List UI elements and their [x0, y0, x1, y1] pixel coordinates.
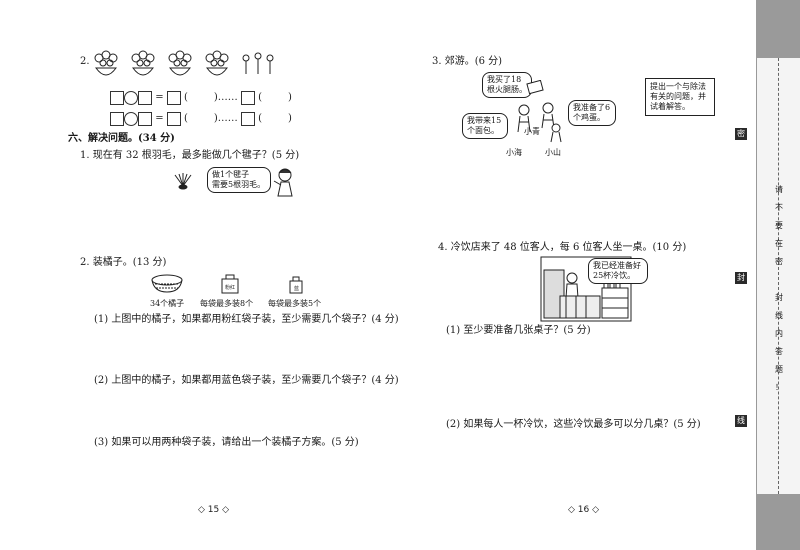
problem-3-text: 3. 郊游。(6 分) [432, 56, 503, 67]
binding-bottom-block [756, 494, 800, 550]
flower-pots-illustration [94, 50, 274, 76]
equation-row-2: = ()…… () [110, 111, 292, 128]
seal-mark-middle: 封 [735, 272, 747, 284]
notice-char: ！ [775, 383, 783, 392]
answer-box[interactable] [166, 91, 181, 105]
answer-box[interactable] [110, 112, 124, 126]
flower-pot-icon [94, 50, 118, 76]
pink-bag-label: 每袋最多装8个 [200, 299, 254, 308]
problem-4-text: 4. 冷饮店来了 48 位客人，每 6 位客人坐一桌。(10 分) [438, 242, 687, 253]
problem-4-sub-2: (2) 如果每人一杯冷饮，这些冷饮最多可以分几桌？(5 分) [446, 419, 701, 430]
seal-mark-top: 密 [735, 128, 747, 140]
problem-2-sub-1: (1) 上图中的橘子，如果都用粉红袋子装，至少需要几个袋子？(4 分) [94, 314, 399, 325]
answer-box[interactable] [138, 91, 152, 105]
shuttlecock-icon [174, 173, 192, 190]
notice-char: 在 [775, 239, 783, 248]
problem-1-speech-bubble: 做1个毽子 需要5根羽毛。 [207, 167, 271, 193]
pink-bag-icon [221, 274, 239, 294]
notice-char: 密 [775, 257, 783, 266]
problem-1-text: 1. 现在有 32 根羽毛，最多能做几个毽子？(5 分) [80, 150, 300, 161]
operator-circle[interactable] [124, 91, 138, 105]
blue-bag-icon [289, 276, 303, 294]
name-xiaoqing: 小青 [524, 127, 540, 136]
blue-bag-tag: 蓝 [294, 286, 300, 292]
answer-box[interactable] [138, 112, 152, 126]
loose-flowers-icon [242, 52, 274, 74]
basket-label: 34个橘子 [150, 299, 185, 308]
notice-char: 请 [775, 185, 783, 194]
question-2-number: 2. [80, 56, 90, 67]
seal-line [778, 58, 779, 494]
notice-char: 要 [775, 221, 783, 230]
problem-2-text: 2. 装橘子。(13 分) [80, 257, 167, 268]
equation-row-1: = ()…… () [110, 90, 292, 107]
answer-box[interactable] [240, 112, 255, 126]
page-number-15: ◇ 15 ◇ [198, 505, 230, 515]
binding-top-block [756, 0, 800, 58]
page-number-16: ◇ 16 ◇ [568, 505, 600, 515]
notice-char: 线 [775, 311, 783, 320]
name-xiaoshan: 小山 [545, 148, 561, 157]
name-xiaohai: 小海 [506, 148, 522, 157]
flower-pot-icon [205, 50, 229, 76]
notice-char: 答 [775, 347, 783, 356]
problem-3-bubble-eggs: 我准备了6 个鸡蛋。 [568, 100, 616, 126]
orange-basket-icon [151, 274, 183, 293]
notice-char: 题 [775, 365, 783, 374]
blue-bag-label: 每袋最多装5个 [268, 299, 322, 308]
problem-4-speech-bubble: 我已经准备好 25杯冷饮。 [588, 258, 648, 284]
problem-2-sub-2: (2) 上图中的橘子，如果都用蓝色袋子装，至少需要几个袋子？(4 分) [94, 375, 399, 386]
problem-3-bubble-ham: 我买了18 根火腿肠。 [482, 72, 532, 98]
problem-3-instruction-box: 提出一个与除法 有关的问题，并 试着解答。 [645, 78, 715, 116]
problem-4-sub-1: (1) 至少要准备几张桌子？(5 分) [446, 325, 591, 336]
pink-bag-tag: 粉红 [225, 285, 236, 291]
answer-box[interactable] [110, 91, 124, 105]
notice-char: 内 [775, 329, 783, 338]
notice-char: 不 [775, 203, 783, 212]
girl-illustration [273, 168, 293, 197]
children-picnic-illustration [517, 80, 562, 143]
notice-char: 封 [775, 293, 783, 302]
answer-box[interactable] [240, 91, 255, 105]
flower-pot-icon [168, 50, 192, 76]
operator-circle[interactable] [124, 112, 138, 126]
problem-3-bubble-bread: 我带来15 个面包。 [462, 113, 508, 139]
flower-pot-icon [131, 50, 155, 76]
seal-mark-bottom: 线 [735, 415, 747, 427]
problem-2-sub-3: (3) 如果可以用两种袋子装，请给出一个装橘子方案。(5 分) [94, 437, 359, 448]
answer-box[interactable] [166, 112, 181, 126]
section-6-title: 六、解决问题。(34 分) [68, 133, 175, 144]
